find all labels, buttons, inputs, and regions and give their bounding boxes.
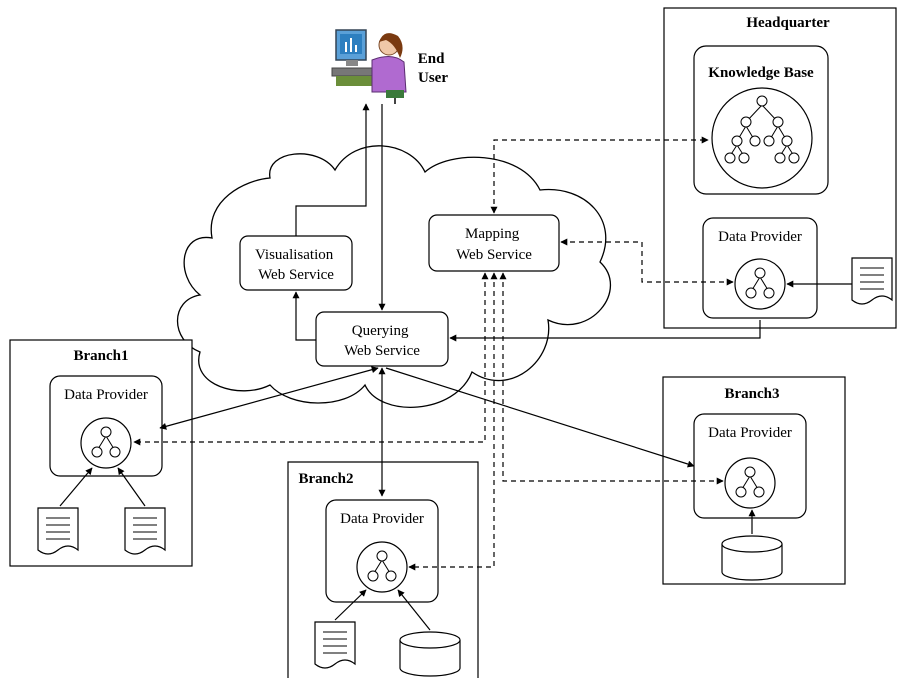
branch1-title: Branch1: [73, 348, 128, 364]
branch3-data-provider: Data Provider: [693, 413, 807, 519]
branch2-title: Branch2: [298, 471, 353, 487]
svg-text:Data Provider: Data Provider: [718, 229, 802, 245]
branch3-database-icon: [721, 535, 783, 581]
headquarter-box: Headquarter Knowledge Base: [663, 7, 897, 329]
branch2-data-provider: Data Provider: [325, 499, 439, 603]
headquarter-title: Headquarter: [746, 15, 830, 31]
svg-text:Data Provider: Data Provider: [64, 387, 148, 403]
knowledge-base: Knowledge Base: [693, 45, 829, 195]
end-user-label: End User: [418, 51, 449, 86]
branch1-document-icon-2: [124, 507, 166, 555]
mapping-web-service: Mapping Web Service: [428, 214, 560, 272]
svg-text:Data Provider: Data Provider: [708, 425, 792, 441]
mapping-knowledge-base-link: [490, 136, 709, 214]
headquarter-data-provider: Data Provider: [702, 217, 818, 319]
branch2-box: Branch2 Data Provider: [287, 461, 479, 678]
branch1-box: Branch1 Data Provider: [9, 339, 193, 567]
knowledge-tree-icon: [724, 95, 800, 164]
branch1-data-provider: Data Provider: [49, 375, 163, 477]
mapping-branch3-link: [499, 272, 724, 485]
branch2-document-icon: [314, 621, 356, 669]
branch2-doc-to-provider-arrow: [334, 589, 367, 621]
querying-web-service: Querying Web Service: [315, 311, 449, 367]
querying-branch3-arrow: [385, 367, 695, 468]
visualisation-to-end-user-arrow: [295, 103, 370, 236]
end-user-icon: [331, 29, 407, 104]
branch2-db-to-provider-arrow: [397, 589, 431, 631]
svg-text:Knowledge Base: Knowledge Base: [708, 65, 814, 81]
branch3-title: Branch3: [724, 386, 779, 402]
svg-text:Mapping Web Service: Mapping Web Service: [456, 226, 532, 263]
branch1-document-icon-1: [37, 507, 79, 555]
branch1-doc1-to-provider-arrow: [59, 467, 93, 507]
branch3-box: Branch3 Data Provider: [662, 376, 846, 585]
svg-text:Data Provider: Data Provider: [340, 511, 424, 527]
branch2-database-icon: [399, 631, 461, 677]
headquarter-document-icon: [851, 257, 893, 305]
branch1-doc2-to-provider-arrow: [117, 467, 146, 507]
dashed-connectors: [133, 136, 734, 571]
visualisation-web-service: Visualisation Web Service: [239, 235, 353, 291]
